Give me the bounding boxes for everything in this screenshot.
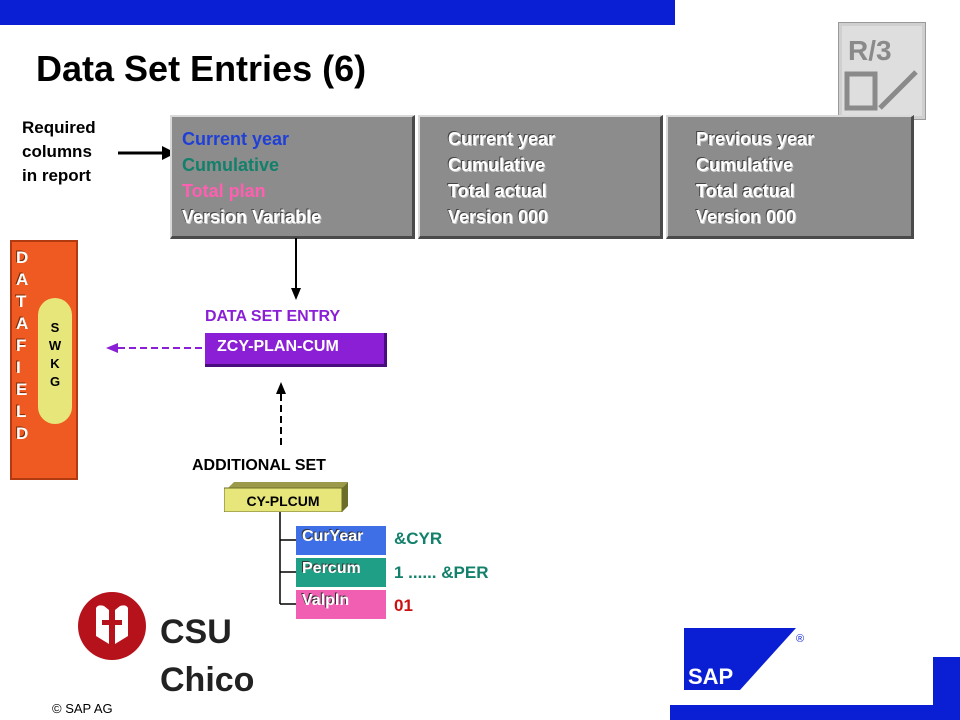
datafield-letter: D bbox=[16, 424, 29, 443]
required-columns-label: Required columns in report bbox=[22, 116, 96, 188]
data-set-entry-box[interactable]: ZCY-PLAN-CUM bbox=[205, 333, 387, 367]
csu-line-1: CSU bbox=[160, 613, 232, 651]
additional-set-name: CY-PLCUM bbox=[246, 493, 319, 509]
right-blue-bar bbox=[933, 657, 960, 720]
column-box-1: Current year Cumulative Total plan Versi… bbox=[170, 115, 415, 239]
top-blue-bar bbox=[0, 0, 675, 25]
column-box-3: Previous year Cumulative Total actual Ve… bbox=[666, 115, 914, 239]
r3-logo: R/3 bbox=[838, 22, 926, 120]
attribute-value-valpln: 01 bbox=[394, 596, 413, 615]
csu-chico-text: CSU Chico bbox=[160, 608, 254, 704]
attribute-value-percum: 1 ...... &PER bbox=[394, 563, 489, 582]
column-1-line-3: Total plan bbox=[182, 181, 266, 201]
datafield-letter: L bbox=[16, 402, 27, 421]
attribute-valpln[interactable]: Valpln bbox=[296, 590, 386, 619]
column-2-line-4: Version 000 bbox=[448, 207, 549, 227]
required-arrow-icon bbox=[118, 146, 176, 160]
required-line-2: columns bbox=[22, 142, 92, 161]
attribute-curyear[interactable]: CurYear bbox=[296, 526, 386, 555]
column-2-line-1: Current year bbox=[448, 129, 556, 149]
required-line-3: in report bbox=[22, 166, 91, 185]
copyright-text: © SAP AG bbox=[52, 701, 113, 716]
down-arrow-icon bbox=[291, 238, 301, 300]
swkg-pill: S W K G bbox=[38, 298, 72, 424]
column-3-line-3: Total actual bbox=[696, 181, 795, 201]
column-3-line-4: Version 000 bbox=[696, 207, 797, 227]
sap-logo: SAP ® bbox=[684, 628, 804, 690]
column-1-line-1: Current year bbox=[182, 129, 290, 149]
datafield-letter: A bbox=[16, 314, 29, 333]
swkg-letter: W bbox=[48, 338, 62, 353]
column-box-2: Current year Cumulative Total actual Ver… bbox=[418, 115, 663, 239]
swkg-letter: G bbox=[49, 374, 61, 389]
attribute-value-curyear: &CYR bbox=[394, 529, 443, 548]
datafield-letter: A bbox=[16, 270, 29, 289]
datafield-letter: I bbox=[16, 358, 21, 377]
tree-lines bbox=[279, 512, 298, 605]
required-line-1: Required bbox=[22, 118, 96, 137]
additional-set-label: ADDITIONAL SET bbox=[192, 457, 326, 474]
data-set-entry-label: DATA SET ENTRY bbox=[205, 308, 341, 325]
dashed-up-arrow-icon bbox=[276, 382, 286, 446]
column-3-line-2: Cumulative bbox=[696, 155, 794, 175]
attribute-percum[interactable]: Percum bbox=[296, 558, 386, 587]
datafield-letter: D bbox=[16, 248, 29, 267]
csu-line-2: Chico bbox=[160, 661, 255, 699]
swkg-letter: S bbox=[50, 320, 60, 335]
datafield-letter: F bbox=[16, 336, 27, 355]
csu-seal-icon bbox=[78, 592, 146, 660]
datafield-letter: E bbox=[16, 380, 28, 399]
column-1-line-4: Version Variable bbox=[182, 207, 322, 227]
dashed-left-arrow-icon bbox=[106, 343, 206, 353]
bottom-blue-bar bbox=[670, 705, 960, 720]
page-title: Data Set Entries (6) bbox=[36, 48, 367, 89]
sap-logo-text: SAP bbox=[688, 664, 733, 689]
r3-logo-text: R/3 bbox=[848, 35, 892, 66]
column-2-line-3: Total actual bbox=[448, 181, 547, 201]
registered-mark: ® bbox=[796, 633, 804, 645]
column-2-line-2: Cumulative bbox=[448, 155, 546, 175]
column-3-line-1: Previous year bbox=[696, 129, 815, 149]
column-1-line-2: Cumulative bbox=[182, 155, 280, 175]
swkg-letter: K bbox=[50, 356, 60, 371]
additional-set-box[interactable]: CY-PLCUM bbox=[224, 482, 348, 512]
datafield-letter: T bbox=[16, 292, 27, 311]
